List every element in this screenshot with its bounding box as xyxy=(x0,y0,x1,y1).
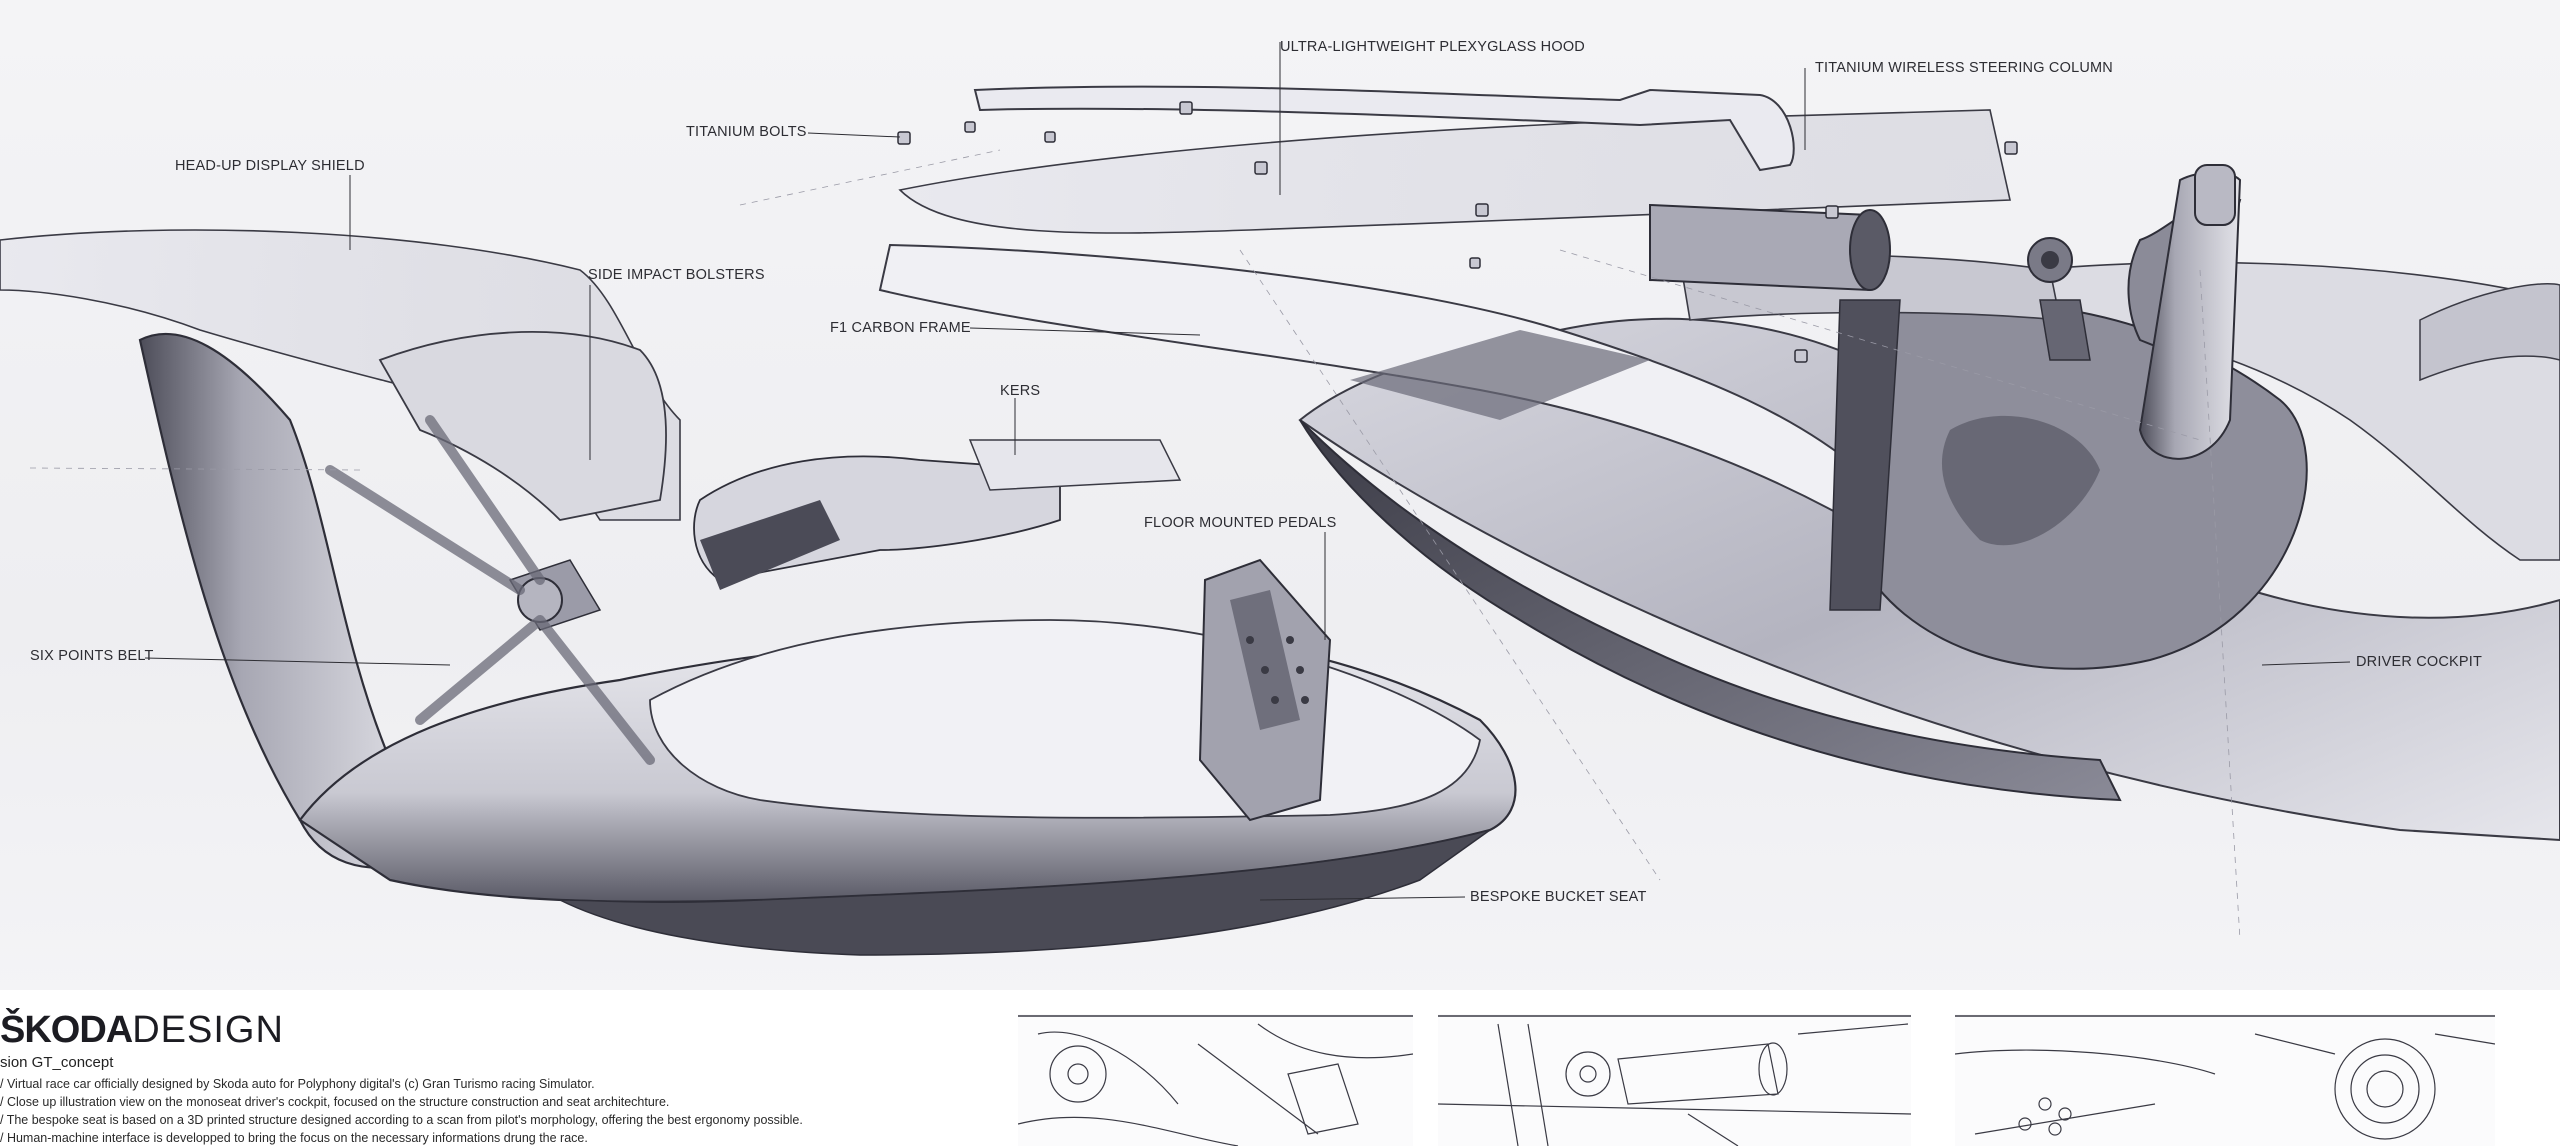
thumbnail-pedal-detail xyxy=(1018,1014,1413,1146)
description-line-3: / The bespoke seat is based on a 3D prin… xyxy=(0,1113,803,1127)
plexiglass-hood xyxy=(898,109,2011,234)
brand-light: DESIGN xyxy=(132,1009,284,1051)
brand-logo: ŠKODADESIGN xyxy=(0,1010,284,1050)
callout-bucket-seat: BESPOKE BUCKET SEAT xyxy=(1470,889,1647,905)
callout-pedals: FLOOR MOUNTED PEDALS xyxy=(1144,515,1337,531)
callout-side-bolsters: SIDE IMPACT BOLSTERS xyxy=(588,267,765,283)
callout-steering-column: TITANIUM WIRELESS STEERING COLUMN xyxy=(1815,60,2113,76)
seat-bucket xyxy=(649,619,1481,819)
thumbnail-steering-detail xyxy=(1438,1014,1911,1146)
titanium-bolts xyxy=(897,101,2018,363)
callout-belt: SIX POINTS BELT xyxy=(30,648,154,664)
callout-carbon-frame: F1 CARBON FRAME xyxy=(830,320,971,336)
thumbnail-hub-detail xyxy=(1955,1014,2495,1146)
side-bolster xyxy=(378,330,667,521)
steering-column xyxy=(1649,203,1879,292)
description-line-4: / Human-machine interface is developped … xyxy=(0,1131,588,1145)
callout-plexiglass-hood: ULTRA-LIGHTWEIGHT PLEXYGLASS HOOD xyxy=(1280,39,1585,55)
project-subtitle: sion GT_concept xyxy=(0,1054,114,1071)
callout-titanium-bolts: TITANIUM BOLTS xyxy=(686,124,807,140)
description-line-1: / Virtual race car officially designed b… xyxy=(0,1077,595,1091)
callout-hud-shield: HEAD-UP DISPLAY SHIELD xyxy=(175,158,365,174)
description-line-2: / Close up illustration view on the mono… xyxy=(0,1095,670,1109)
callout-leaders xyxy=(144,42,2351,901)
callout-driver-cockpit: DRIVER COCKPIT xyxy=(2356,654,2483,670)
brand-bold: ŠKODA xyxy=(0,1009,133,1051)
cockpit-illustration xyxy=(0,42,2560,956)
callout-kers: KERS xyxy=(1000,383,1041,399)
